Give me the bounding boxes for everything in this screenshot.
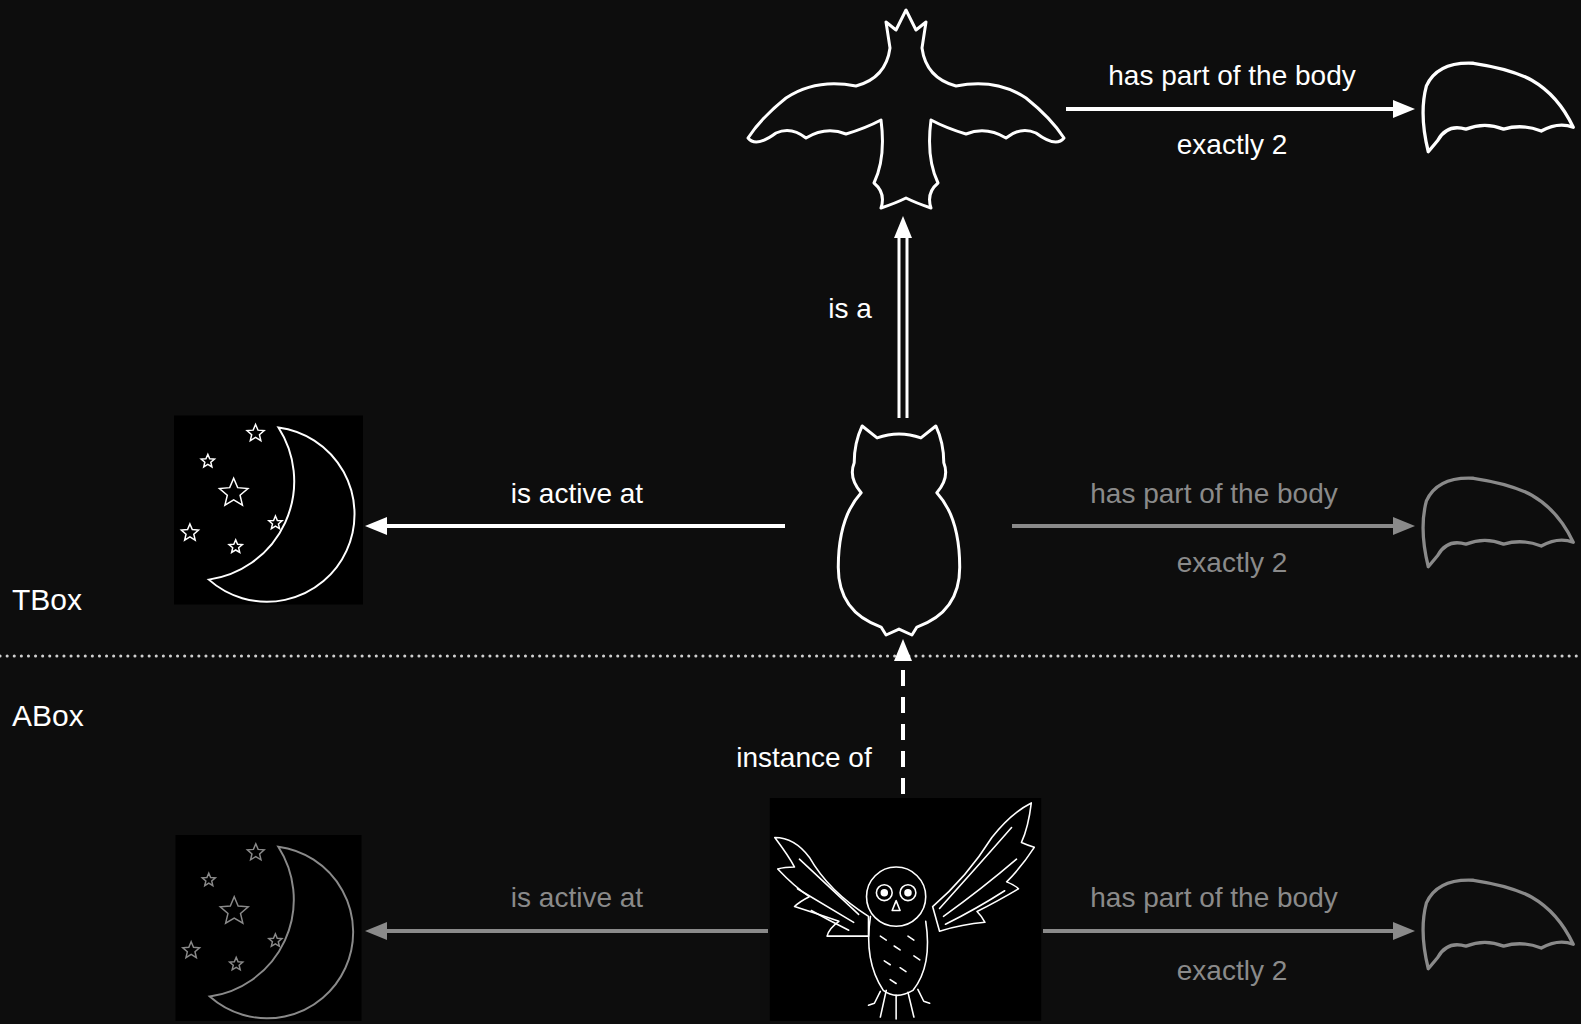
icon-background [174, 416, 363, 605]
arrow-head [365, 922, 387, 940]
crescent-moon [209, 427, 355, 601]
relation-arrow [365, 517, 785, 535]
sketch-stroke [908, 992, 914, 1017]
arrow-head [894, 216, 912, 238]
star [219, 478, 247, 505]
star [269, 934, 282, 946]
wing-icon [1417, 55, 1577, 160]
wing-icon [1417, 470, 1577, 575]
arrow-head [1393, 100, 1415, 118]
night-icon [174, 835, 363, 1021]
edge-line [1066, 107, 1395, 111]
owl-eye [876, 885, 892, 901]
icon-background [770, 798, 1041, 1021]
owl-head [867, 867, 926, 926]
sketch-stroke [892, 901, 900, 911]
edge-label: is a [828, 292, 872, 326]
icon-background [176, 835, 362, 1021]
owl-pupil [905, 890, 911, 896]
icon-node [174, 415, 363, 605]
cardinality-label: exactly 2 [1177, 546, 1288, 580]
wing-icon [1417, 872, 1577, 977]
arrow-head [894, 639, 912, 661]
edge-line [385, 929, 768, 933]
icon-node [1417, 470, 1577, 575]
star [247, 424, 264, 440]
sketch-stroke [869, 916, 928, 995]
sketch-stroke [880, 936, 919, 983]
sketch-stroke [797, 889, 853, 923]
arrow-head [1393, 517, 1415, 535]
relation-arrow [1012, 517, 1415, 535]
icon-node [768, 798, 1043, 1021]
sketch-stroke [775, 837, 869, 936]
star [201, 454, 214, 467]
bird-icon [746, 8, 1066, 214]
star [220, 897, 248, 924]
wing-outline [1423, 478, 1573, 567]
wing-outline [1423, 880, 1573, 969]
star [181, 524, 198, 540]
sketch-stroke [945, 891, 1004, 925]
arrow-head [365, 517, 387, 535]
icon-node [1417, 55, 1577, 160]
sketch-stroke [943, 859, 1016, 916]
edge-label: is active at [511, 881, 643, 915]
edge-label: has part of the body [1090, 477, 1338, 511]
icon-node [785, 418, 1012, 637]
cardinality-label: exactly 2 [1177, 954, 1288, 988]
icon-node [174, 835, 363, 1021]
icon-node [1417, 872, 1577, 977]
arrow-head [1393, 922, 1415, 940]
edge-line [385, 524, 785, 528]
crescent-moon [210, 847, 353, 1019]
owl-sketch [775, 803, 1035, 1019]
sketch-stroke [940, 828, 1012, 909]
owl-pupil [881, 890, 887, 896]
edge-label: has part of the body [1108, 59, 1356, 93]
edge-label: instance of [736, 741, 871, 775]
star [230, 957, 243, 969]
bird-outline [748, 10, 1064, 208]
star [202, 873, 215, 885]
sketch-stroke [880, 990, 886, 1017]
edge-line [898, 236, 901, 418]
edge-label: has part of the body [1090, 881, 1338, 915]
edge-line [1012, 524, 1395, 528]
icon-node [746, 8, 1066, 214]
owl-eye [900, 885, 916, 901]
star [269, 516, 282, 529]
star [247, 844, 264, 860]
edge-line [906, 236, 909, 418]
edge-label: is active at [511, 477, 643, 511]
sketch-stroke [811, 910, 848, 930]
region-label: TBox [12, 583, 82, 617]
relation-arrow [1043, 922, 1415, 940]
relation-arrow [1066, 100, 1415, 118]
owl-outline [838, 426, 959, 635]
subclass-arrow [894, 216, 912, 418]
owl-class-icon [832, 418, 966, 637]
star [229, 540, 242, 553]
dotted-divider [0, 655, 1581, 658]
sketch-stroke [868, 989, 929, 1005]
region-label: ABox [12, 699, 84, 733]
star [183, 942, 200, 958]
sketch-stroke [895, 995, 897, 1019]
cardinality-label: exactly 2 [1177, 128, 1288, 162]
sketch-stroke [799, 859, 858, 914]
sketch-stroke [933, 803, 1035, 931]
relation-arrow [365, 922, 768, 940]
edge-line [1043, 929, 1395, 933]
wing-outline [1423, 63, 1573, 152]
owl-instance-drawing [768, 798, 1043, 1021]
night-icon [174, 415, 363, 605]
